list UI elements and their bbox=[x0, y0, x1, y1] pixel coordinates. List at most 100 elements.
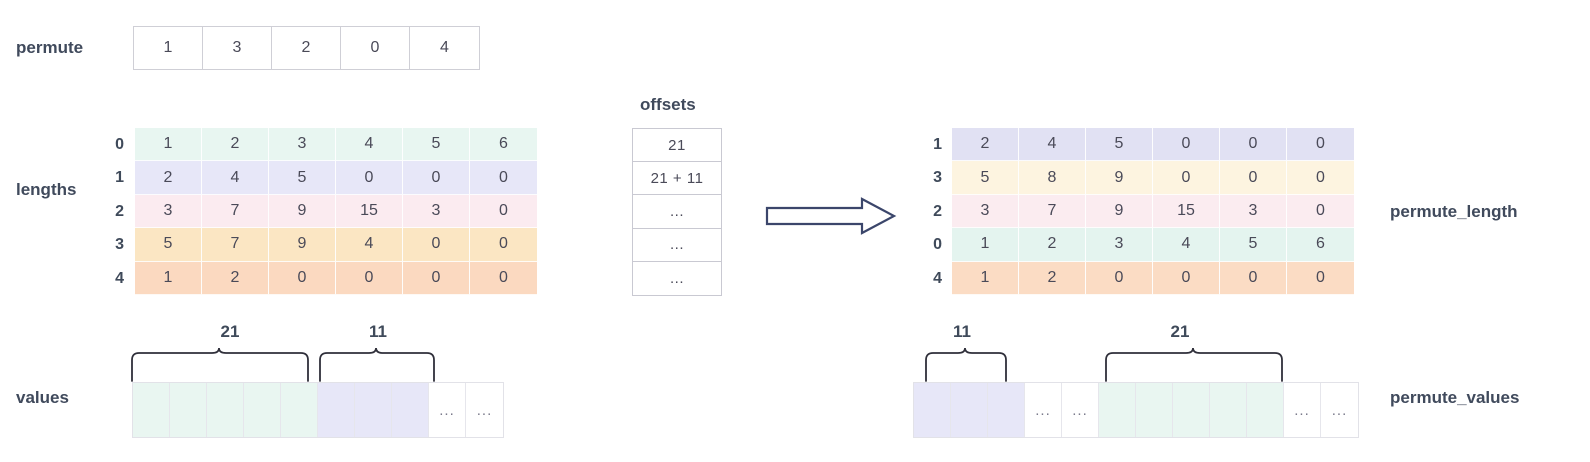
table-cell: 5 bbox=[1220, 228, 1287, 262]
table-cell: 0 bbox=[403, 261, 470, 295]
permute-label: permute bbox=[16, 38, 84, 57]
values-label: values bbox=[16, 388, 69, 407]
table-cell: 2 bbox=[1019, 228, 1086, 262]
table-cell: 0 bbox=[1153, 261, 1220, 295]
table-cell: 2 bbox=[135, 161, 202, 195]
value-cell: ... bbox=[429, 383, 466, 437]
permute-values-brace-left bbox=[924, 347, 1008, 387]
table-cell: 4 bbox=[336, 128, 403, 162]
table-cell: 9 bbox=[1086, 161, 1153, 195]
value-cell: ... bbox=[1062, 383, 1099, 437]
table-cell: 4 bbox=[336, 228, 403, 262]
values-brace-right bbox=[318, 347, 436, 387]
offsets-cell: ... bbox=[633, 195, 721, 229]
table-cell: 0 bbox=[336, 261, 403, 295]
table-cell: 4 bbox=[202, 161, 269, 195]
row-index-label: 4 bbox=[933, 269, 942, 287]
table-cell: 1 bbox=[952, 228, 1019, 262]
table-cell: 0 bbox=[269, 261, 336, 295]
row-index-label: 0 bbox=[933, 236, 942, 254]
table-cell: 1 bbox=[135, 128, 202, 162]
table-cell: 0 bbox=[1287, 128, 1354, 162]
table-cell: 7 bbox=[202, 228, 269, 262]
values-brace-left-number: 21 bbox=[220, 322, 240, 341]
table-cell: 0 bbox=[470, 262, 537, 295]
permute-cell: 3 bbox=[203, 27, 272, 69]
value-cell bbox=[951, 383, 988, 437]
permute-values-brace-right bbox=[1104, 347, 1284, 387]
table-cell: 5 bbox=[1086, 128, 1153, 162]
lengths-label: lengths bbox=[16, 180, 77, 199]
value-cell bbox=[281, 383, 318, 437]
table-cell: 7 bbox=[202, 194, 269, 229]
table-cell: 5 bbox=[952, 161, 1019, 195]
transform-arrow bbox=[765, 197, 897, 240]
value-cell bbox=[914, 383, 951, 437]
table-cell: 0 bbox=[1220, 128, 1287, 162]
permute-cell: 4 bbox=[440, 39, 449, 56]
permute-cell: 0 bbox=[341, 27, 410, 69]
table-cell: 3 bbox=[1220, 194, 1287, 229]
table-cell: 0 bbox=[470, 228, 537, 262]
table-cell: 9 bbox=[269, 194, 336, 229]
value-cell bbox=[355, 383, 392, 437]
permute-length-label: permute_length bbox=[1390, 202, 1518, 221]
offsets-cell: 21 + 11 bbox=[633, 162, 721, 196]
permute-cell: 2 bbox=[272, 27, 341, 69]
offsets-cell: ... bbox=[633, 229, 721, 262]
permute-values-brace-left-number: 11 bbox=[953, 322, 971, 341]
value-cell: ... bbox=[1284, 383, 1321, 437]
table-cell: 2 bbox=[202, 261, 269, 295]
value-cell: ... bbox=[1025, 383, 1062, 437]
table-cell: 0 bbox=[1287, 195, 1354, 229]
value-cell bbox=[392, 383, 429, 437]
table-cell: 2 bbox=[952, 128, 1019, 162]
permute-values-brace-right-number: 21 bbox=[1170, 322, 1190, 341]
table-cell: 6 bbox=[470, 128, 537, 162]
value-cell: ... bbox=[466, 383, 503, 437]
table-cell: 4 bbox=[1019, 128, 1086, 162]
table-cell: 15 bbox=[336, 194, 403, 229]
table-cell: 0 bbox=[1220, 161, 1287, 195]
table-cell: 0 bbox=[470, 195, 537, 229]
table-cell: 0 bbox=[1086, 261, 1153, 295]
value-cell bbox=[988, 383, 1025, 437]
value-cell bbox=[1247, 383, 1284, 437]
table-cell: 0 bbox=[1153, 161, 1220, 195]
table-cell: 1 bbox=[135, 261, 202, 295]
value-cell bbox=[244, 383, 281, 437]
values-brace-right-number: 11 bbox=[369, 322, 387, 341]
table-cell: 0 bbox=[1220, 261, 1287, 295]
permute-values-strip: ............ bbox=[913, 382, 1359, 438]
table-cell: 6 bbox=[1287, 228, 1354, 262]
value-cell bbox=[318, 383, 355, 437]
table-cell: 4 bbox=[1153, 228, 1220, 262]
value-cell bbox=[207, 383, 244, 437]
offsets-cell: 21 bbox=[633, 129, 721, 163]
row-index-label: 1 bbox=[115, 169, 124, 187]
row-index-label: 1 bbox=[933, 136, 942, 153]
table-cell: 0 bbox=[336, 161, 403, 195]
table-cell: 0 bbox=[1153, 128, 1220, 162]
value-cell bbox=[170, 383, 207, 437]
value-cell bbox=[1136, 383, 1173, 437]
row-index-label: 2 bbox=[933, 202, 942, 220]
values-strip: ...... bbox=[132, 382, 504, 438]
table-cell: 0 bbox=[470, 161, 537, 195]
offsets-label: offsets bbox=[640, 95, 696, 114]
table-cell: 3 bbox=[952, 194, 1019, 229]
table-cell: 8 bbox=[1019, 161, 1086, 195]
table-cell: 3 bbox=[403, 194, 470, 229]
